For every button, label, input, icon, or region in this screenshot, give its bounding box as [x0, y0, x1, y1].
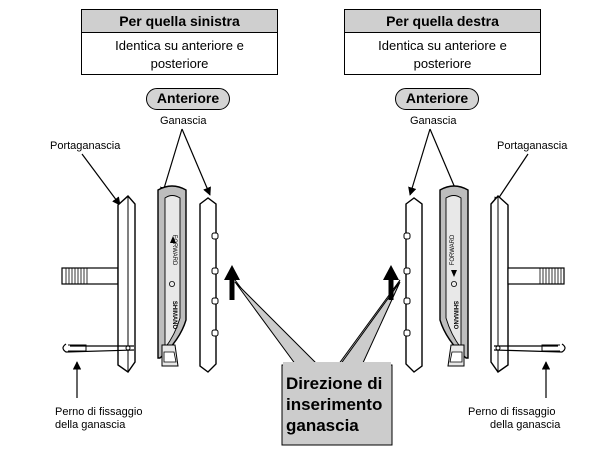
- left-fixing-pin: [62, 343, 135, 353]
- left-header-box: Per quella sinistra Identica su anterior…: [81, 9, 278, 75]
- right-header-title: Per quella destra: [345, 10, 540, 33]
- right-anteriore-pill: Anteriore: [395, 88, 479, 110]
- right-pin-label-1: Perno di fissaggio: [468, 406, 556, 418]
- left-pad-label: Ganascia: [160, 115, 207, 127]
- right-holder-bolt: [507, 267, 565, 285]
- right-shimano-mark: SHIMANO: [452, 301, 458, 330]
- right-forward-mark: FORWARD: [450, 234, 456, 265]
- left-pad-plate: [199, 197, 217, 373]
- left-forward-mark: FORWARD: [171, 235, 177, 266]
- left-header-body: Identica su anteriore e posteriore: [115, 38, 244, 71]
- right-pad-plate: [405, 197, 423, 373]
- right-pin-label-2: della ganascia: [490, 419, 561, 431]
- left-holder-bolt: [61, 267, 119, 285]
- left-holder-label: Portaganascia: [50, 140, 121, 152]
- callout-line-2: inserimento: [286, 395, 383, 414]
- right-pad-label: Ganascia: [410, 115, 457, 127]
- left-pin-label-1: Perno di fissaggio: [55, 406, 143, 418]
- left-pin-label-2: della ganascia: [55, 419, 126, 431]
- callout-box: [281, 364, 393, 446]
- left-shimano-mark: SHIMANO: [171, 301, 177, 330]
- right-fixing-pin: [493, 343, 566, 353]
- callout-line-1: Direzione di: [286, 374, 383, 393]
- left-anteriore-pill: Anteriore: [146, 88, 230, 110]
- right-header-body: Identica su anteriore e posteriore: [378, 38, 507, 71]
- right-holder-label: Portaganascia: [497, 140, 568, 152]
- callout-text: Direzione di inserimento ganascia: [286, 373, 386, 436]
- left-header-title: Per quella sinistra: [82, 10, 277, 33]
- callout-pointer-left: [234, 281, 320, 366]
- left-brake-pad: [157, 185, 187, 367]
- right-header-box: Per quella destra Identica su anteriore …: [344, 9, 541, 75]
- callout-line-3: ganascia: [286, 416, 359, 435]
